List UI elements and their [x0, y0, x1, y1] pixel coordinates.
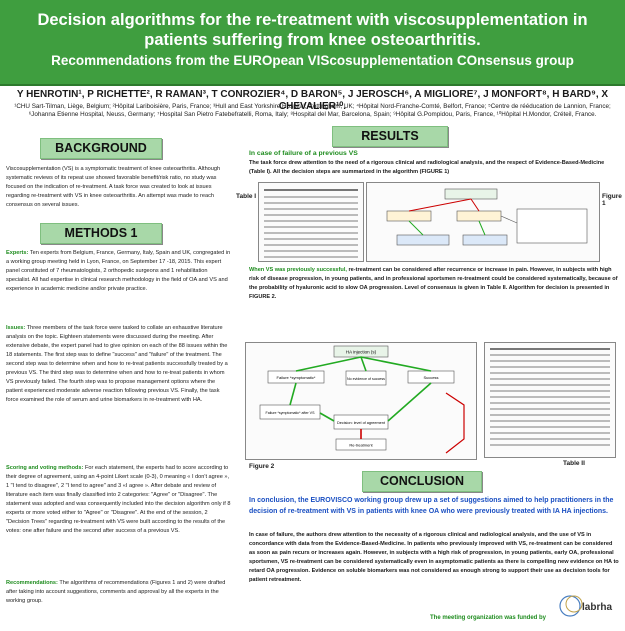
methods-recommendations: Recommendations: The algorithms of recom… — [6, 579, 232, 606]
authors: Y HENROTIN¹, P RICHETTE², R RAMAN³, T CO… — [16, 89, 609, 112]
failure-heading: In case of failure of a previous VS — [249, 150, 358, 157]
methods-scoring: Scoring and voting methods: For each sta… — [6, 464, 232, 536]
background-text: Viscosupplementation (VS) is a symptomat… — [6, 166, 221, 208]
figure2-image: HA injection (s) Failure *symptomatic* N… — [245, 342, 477, 460]
table2-image — [484, 342, 616, 458]
fig2-node-right: Success — [423, 375, 438, 380]
background-heading: BACKGROUND — [40, 138, 162, 159]
labrha-logo-text: labrha — [582, 602, 612, 613]
success-text: re-treatment can be considered after rec… — [249, 267, 618, 300]
fig2-node-left: Failure *symptomatic* — [277, 375, 316, 380]
figure2-label: Figure 2 — [249, 463, 275, 470]
recommendations-text: The algorithms of recommendations (Figur… — [6, 580, 226, 604]
poster-header — [0, 0, 625, 86]
scoring-label: Scoring and voting methods: — [6, 465, 84, 471]
poster-title: Decision algorithms for the re-treatment… — [37, 11, 588, 49]
methods-heading: METHODS 1 — [40, 223, 162, 244]
funding-note: The meeting organization was funded by — [430, 615, 547, 621]
recommendations-label: Recommendations: — [6, 580, 58, 586]
conclusion-text: In case of failure, the authors drew att… — [249, 532, 619, 583]
poster-subtitle: Recommendations from the EUROpean VIScos… — [51, 53, 574, 68]
conclusion-lead: In conclusion, the EUROVISCO working gro… — [249, 497, 614, 515]
table1-label: Table I — [236, 193, 257, 200]
experts-text: Ten experts from Belgium, France, German… — [6, 250, 231, 292]
figure1-diagram — [386, 188, 588, 246]
figure1-image — [366, 182, 600, 262]
experts-label: Experts: — [6, 250, 29, 256]
issues-label: Issues: — [6, 325, 26, 331]
methods-issues: Issues: Three members of the task force … — [6, 324, 232, 405]
failure-text: The task force drew attention to the nee… — [249, 160, 605, 175]
scoring-text: For each statement, the experts had to s… — [6, 465, 231, 534]
methods-experts: Experts: Ten experts from Belgium, Franc… — [6, 249, 232, 294]
figure2-diagram: HA injection (s) Failure *symptomatic* N… — [259, 345, 465, 454]
conclusion-heading: CONCLUSION — [362, 471, 482, 492]
fig2-node-center: Decision: level of agreement — [337, 421, 386, 425]
success-heading: When VS was previously successful, — [249, 267, 347, 273]
success-paragraph: When VS was previously successful, re-tr… — [249, 266, 619, 302]
results-heading: RESULTS — [332, 126, 448, 147]
affiliations: ¹CHU Sart-Tilman, Liège, Belgium; ²Hôpit… — [14, 103, 611, 118]
issues-text: Three members of the task force were tas… — [6, 325, 228, 403]
fig2-node-top: HA injection (s) — [346, 350, 377, 355]
labrha-logo: labrha — [556, 592, 618, 620]
figure1-label: Figure 1 — [602, 193, 622, 207]
labrha-logo-icon: labrha — [559, 595, 612, 617]
fig2-node-bottom: Re-treatment — [349, 443, 373, 448]
table1-image — [258, 182, 364, 262]
table2-label: Table II — [563, 460, 585, 467]
fig2-node-mid: No evidence of success — [347, 377, 385, 381]
fig2-node-left2: Failure *symptomatic* after VS — [266, 411, 316, 415]
